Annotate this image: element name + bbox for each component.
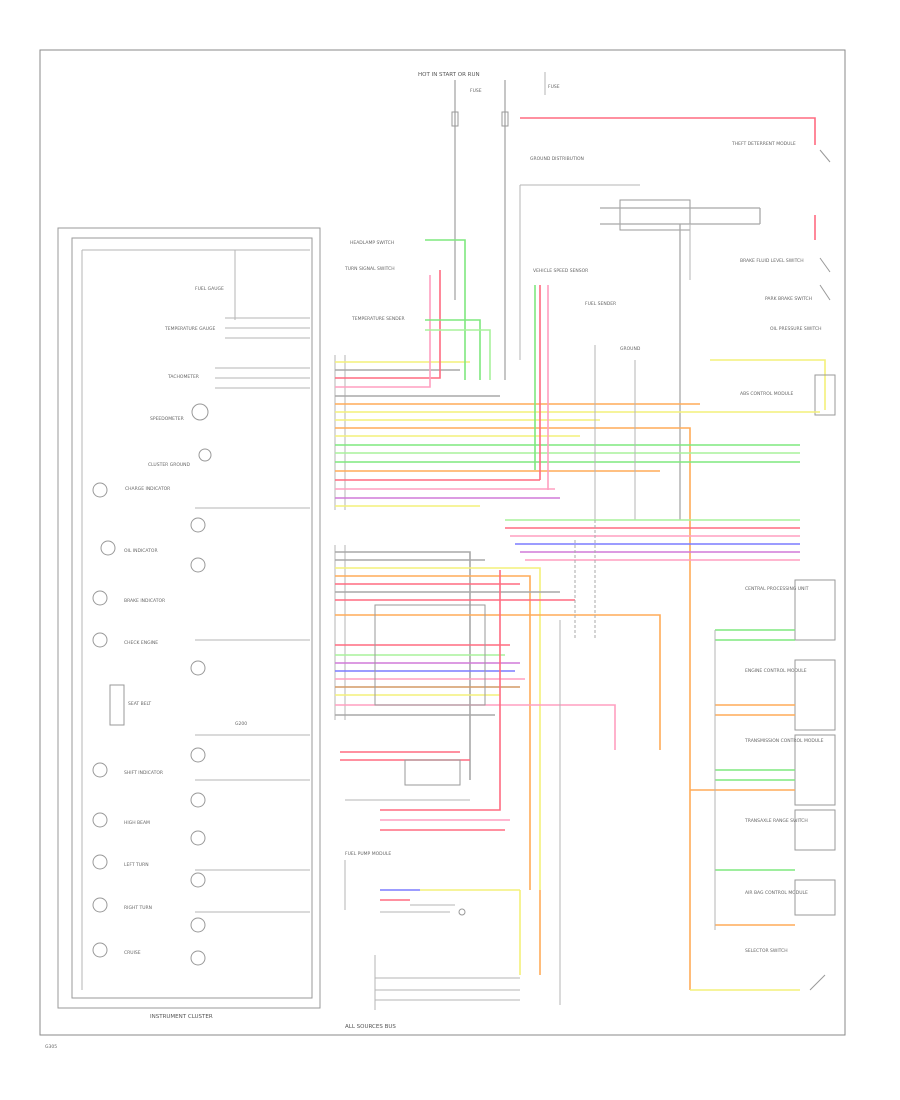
bottom-bus: ALL SOURCES BUS <box>345 620 561 1030</box>
selector-label: SELECTOR SWITCH <box>745 948 788 954</box>
ground-dist-label: GROUND DISTRIBUTION <box>530 156 584 162</box>
cluster-ground-label: CLUSTER GROUND <box>148 462 191 468</box>
high-beam-label: HIGH BEAM <box>124 820 150 826</box>
tachometer-label: TACHOMETER <box>167 374 199 380</box>
turn-signal-label: TURN SIGNAL SWITCH <box>344 266 395 272</box>
seat-belt-label: SEAT BELT <box>128 701 151 707</box>
right-components: BRAKE FLUID LEVEL SWITCH PARK BRAKE SWIT… <box>710 257 836 991</box>
connector-c3: FUEL PUMP MODULE <box>340 570 520 916</box>
ground-center-label: GROUND <box>620 346 641 352</box>
shift-ind-label: SHIFT INDICATOR <box>124 770 163 776</box>
check-eng-label: CHECK ENGINE <box>124 640 158 646</box>
connector-c2 <box>334 545 661 890</box>
abs-module-label: ABS CONTROL MODULE <box>740 391 793 397</box>
right-turn-label: RIGHT TURN <box>124 905 152 911</box>
oil-ind-label: OIL INDICATOR <box>124 548 158 554</box>
fuel-pump-label: FUEL PUMP MODULE <box>345 851 391 857</box>
connector-block-right-upper <box>600 199 761 520</box>
transaxle-range-label: TRANSAXLE RANGE SWITCH <box>744 818 808 824</box>
ground-ref-label: G200 <box>235 721 247 727</box>
fuse-label: FUSE <box>470 88 482 94</box>
hot-in-run-label: HOT IN START OR RUN <box>418 72 480 78</box>
diagram-frame <box>39 49 846 1036</box>
speedometer-label: SPEEDOMETER <box>150 416 184 422</box>
central-processing-label: CENTRAL PROCESSING UNIT <box>745 586 809 592</box>
headlamp-switch-label: HEADLAMP SWITCH <box>350 240 394 246</box>
power-source: HOT IN START OR RUN FUSE FUSE GROUND DIS… <box>418 72 584 380</box>
airbag-label: AIR BAG CONTROL MODULE <box>745 890 808 896</box>
connector-c1: HEADLAMP SWITCH TURN SIGNAL SWITCH TEMPE… <box>334 240 820 990</box>
footer-code: G305 <box>45 1044 57 1050</box>
temp-sender-label: TEMPERATURE SENDER <box>351 316 405 322</box>
brake-fluid-switch-label: BRAKE FLUID LEVEL SWITCH <box>740 258 804 264</box>
center-sensors: VEHICLE SPEED SENSOR FUEL SENDER GROUND <box>533 268 641 520</box>
fuel-sender-label: FUEL SENDER <box>585 301 616 307</box>
charge-ind-label: CHARGE INDICATOR <box>125 486 170 492</box>
oil-pressure-label: OIL PRESSURE SWITCH <box>770 326 822 332</box>
instrument-cluster-label: INSTRUMENT CLUSTER <box>150 1014 213 1020</box>
vss-label: VEHICLE SPEED SENSOR <box>533 268 588 274</box>
fuel-gauge-label: FUEL GAUGE <box>195 286 224 292</box>
park-brake-label: PARK BRAKE SWITCH <box>765 296 812 302</box>
fusible-link-label: FUSE <box>548 84 560 90</box>
all-sources-bus-label: ALL SOURCES BUS <box>345 1024 396 1030</box>
left-turn-label: LEFT TURN <box>124 862 149 868</box>
theft-module-label: THEFT DETERRENT MODULE <box>731 141 796 147</box>
instrument-cluster: INSTRUMENT CLUSTER FUEL GAUGE TEMPERATUR… <box>57 227 321 1020</box>
tcm-label: TRANSMISSION CONTROL MODULE <box>744 738 824 744</box>
wire-red-top <box>520 117 816 145</box>
cruise-label: CRUISE <box>124 950 141 956</box>
ecm-label: ENGINE CONTROL MODULE <box>745 668 807 674</box>
temp-gauge-label: TEMPERATURE GAUGE <box>164 326 215 332</box>
brake-ind-label: BRAKE INDICATOR <box>124 598 165 604</box>
